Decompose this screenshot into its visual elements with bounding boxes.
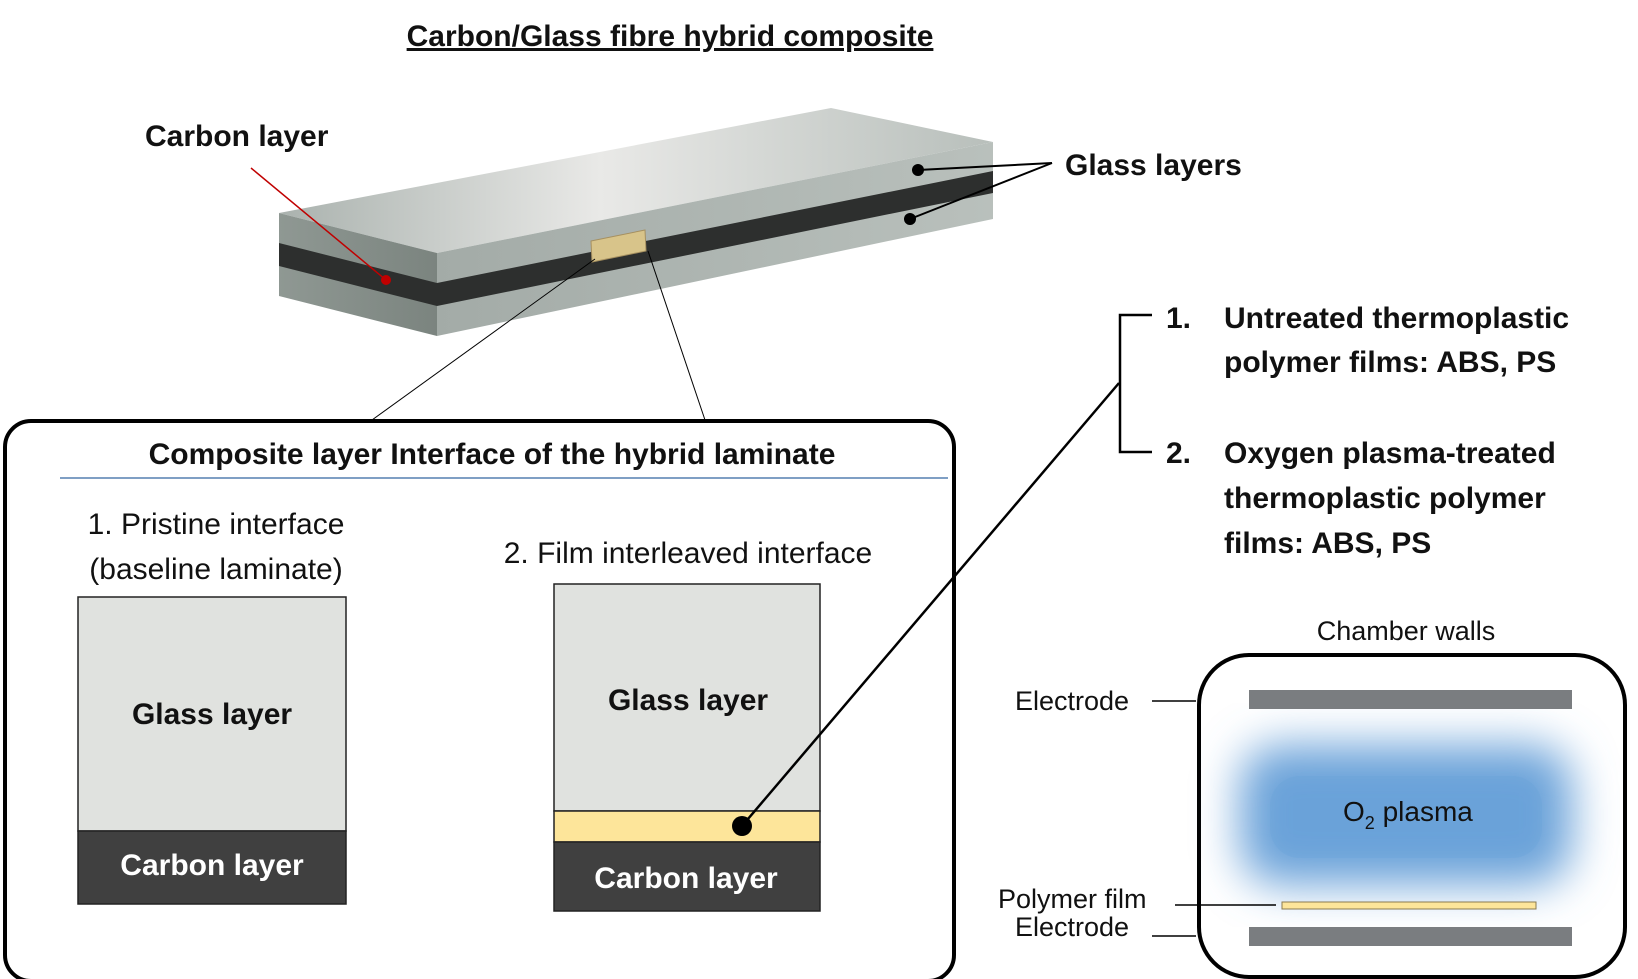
film-type-list: 1. Untreated thermoplastic polymer films…	[1166, 302, 1569, 560]
zoom-line-right	[647, 250, 706, 421]
pristine-caption-line1: 1. Pristine interface	[88, 508, 345, 541]
polymer-film-sample	[1281, 901, 1537, 910]
plasma-label: O2 plasma	[1343, 796, 1473, 833]
carbon-leader-line	[250, 167, 387, 281]
laminate-top-face	[279, 108, 993, 253]
option-2-line2: thermoplastic polymer	[1224, 482, 1546, 515]
film-glass-block	[553, 583, 821, 812]
film-leader-dot	[732, 816, 752, 836]
option-1-line2: polymer films: ABS, PS	[1224, 346, 1556, 379]
carbon-layer-label: Carbon layer	[145, 120, 329, 153]
electrode-top	[1249, 690, 1572, 709]
laminate-3d	[279, 108, 993, 336]
glass-leader-upper	[917, 162, 1053, 171]
electrode-bottom-label: Electrode	[1015, 912, 1129, 942]
plasma-core	[1270, 776, 1542, 858]
laminate-carbon-band-front	[279, 243, 437, 306]
film-carbon-label: Carbon layer	[594, 862, 778, 895]
glass-leader-dot-lower	[904, 213, 916, 225]
option-2-number: 2.	[1166, 437, 1191, 470]
glass-leader-lower	[909, 162, 1053, 220]
pristine-glass-block	[77, 596, 347, 832]
option-1-number: 1.	[1166, 302, 1191, 335]
interface-box-title: Composite layer Interface of the hybrid …	[149, 438, 836, 471]
pristine-caption-line2: (baseline laminate)	[89, 553, 342, 586]
pristine-glass-label: Glass layer	[132, 698, 292, 731]
option-2-line3: films: ABS, PS	[1224, 527, 1431, 560]
plasma-chamber: Chamber walls O2 plasma Electrode Polyme…	[998, 616, 1627, 979]
plasma-word: plasma	[1375, 796, 1473, 827]
diagram-title: Carbon/Glass fibre hybrid composite	[407, 20, 934, 53]
film-carbon-block	[553, 841, 821, 912]
film-to-bracket-line	[741, 382, 1120, 827]
electrode-bottom	[1249, 927, 1572, 946]
glass-layers-label: Glass layers	[1065, 149, 1242, 182]
chamber-walls-label: Chamber walls	[1317, 616, 1496, 646]
option-1-line1: Untreated thermoplastic	[1224, 302, 1569, 335]
option-2-line1: Oxygen plasma-treated	[1224, 437, 1556, 470]
plasma-subscript: 2	[1365, 813, 1375, 833]
electrode-top-label: Electrode	[1015, 686, 1129, 716]
plasma-glow	[1240, 745, 1572, 885]
interface-box: Composite layer Interface of the hybrid …	[3, 419, 956, 979]
carbon-leader-dot	[381, 275, 391, 285]
options-bracket	[1118, 313, 1152, 454]
film-caption: 2. Film interleaved interface	[504, 537, 873, 570]
pristine-carbon-block	[77, 830, 347, 905]
plasma-o: O	[1343, 796, 1365, 827]
glass-leader-dot-upper	[912, 164, 924, 176]
film-glass-label: Glass layer	[608, 684, 768, 717]
zoom-line-left	[371, 258, 596, 421]
film-polymer-layer	[553, 810, 821, 843]
laminate-interface-patch	[590, 229, 647, 263]
polymer-film-label: Polymer film	[998, 884, 1147, 914]
pristine-carbon-label: Carbon layer	[120, 849, 304, 882]
